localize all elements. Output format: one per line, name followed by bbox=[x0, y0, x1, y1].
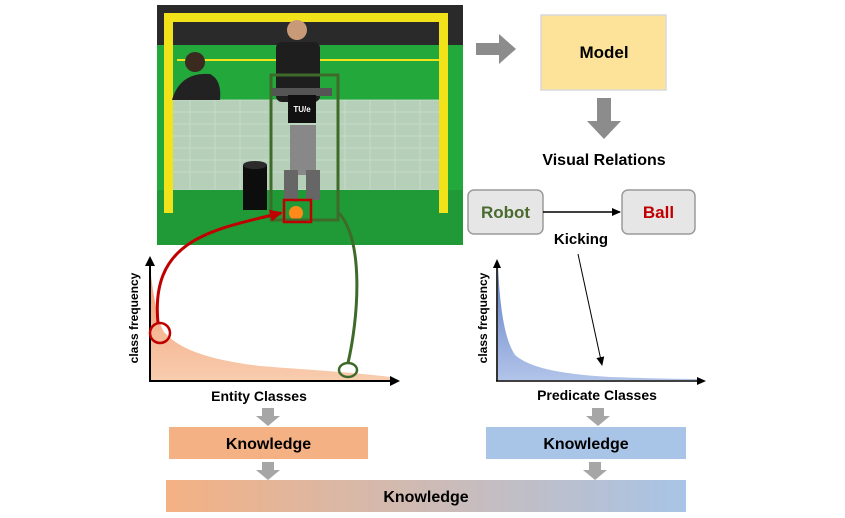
predicate-down-arrow-1-icon bbox=[586, 408, 610, 426]
combined-knowledge-label: Knowledge bbox=[383, 489, 468, 506]
model-label: Model bbox=[579, 43, 628, 62]
predicate-pointer-arrow-icon bbox=[577, 253, 605, 366]
robot-node-label: Robot bbox=[481, 203, 530, 222]
entity-down-arrow-1-icon bbox=[256, 408, 280, 426]
predicate-knowledge-box bbox=[486, 427, 686, 459]
combined-knowledge-box bbox=[166, 480, 686, 512]
robot-shirt-text: TU/e bbox=[293, 105, 311, 114]
entity-y-axis-arrowhead-icon bbox=[145, 256, 155, 266]
ball-link-arrow bbox=[155, 209, 283, 324]
entity-chart-xlabel: Entity Classes bbox=[211, 388, 307, 404]
visual-relations-title: Visual Relations bbox=[542, 152, 665, 169]
robot-photo: TU/e bbox=[157, 5, 463, 245]
model-down-arrow-icon bbox=[587, 98, 621, 139]
predicate-down-arrow-2-icon bbox=[583, 462, 607, 480]
entity-chart-ylabel: class frequency bbox=[127, 272, 141, 363]
ball-node bbox=[621, 189, 696, 235]
entity-x-axis-arrowhead-icon bbox=[390, 376, 400, 386]
predicate-knowledge-label: Knowledge bbox=[543, 436, 628, 453]
entity-chart: class frequency Entity Classes bbox=[127, 256, 400, 404]
robot-link-line bbox=[336, 210, 359, 364]
ball-node-label: Ball bbox=[643, 203, 674, 222]
predicate-chart-ylabel: class frequency bbox=[476, 272, 490, 363]
model-box bbox=[540, 14, 667, 91]
predicate-distribution-area bbox=[498, 266, 700, 380]
predicate-chart: class frequency Predicate Classes bbox=[476, 259, 706, 403]
entity-knowledge-label: Knowledge bbox=[226, 436, 311, 453]
photo-to-model-arrow-icon bbox=[476, 34, 516, 64]
predicate-chart-xlabel: Predicate Classes bbox=[537, 387, 657, 403]
entity-distribution-area bbox=[150, 268, 390, 380]
ball-class-marker bbox=[148, 321, 172, 345]
predicate-x-axis-arrowhead-icon bbox=[697, 377, 706, 385]
ball-bounding-box bbox=[282, 198, 313, 224]
entity-knowledge-box bbox=[169, 427, 368, 459]
predicate-y-axis-arrowhead-icon bbox=[493, 259, 501, 268]
predicate-label: Kicking bbox=[554, 231, 608, 248]
robot-bounding-box bbox=[269, 73, 340, 222]
entity-down-arrow-2-icon bbox=[256, 462, 280, 480]
